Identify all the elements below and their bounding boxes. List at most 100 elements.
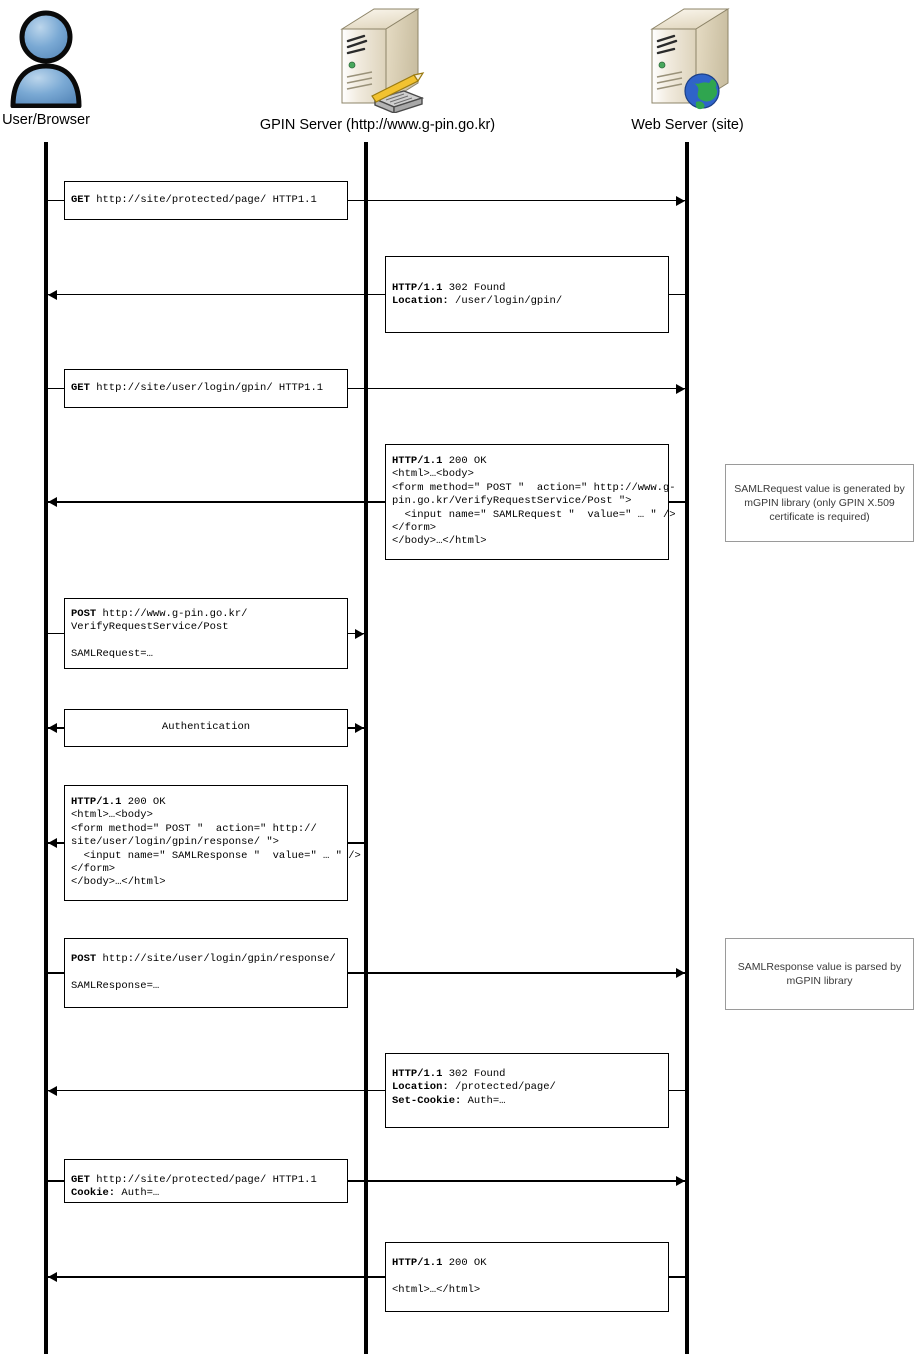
server-globe-icon <box>560 3 815 118</box>
line-m2 <box>669 293 687 296</box>
message-line: POST http://www.g-pin.go.kr/ <box>71 608 248 620</box>
message-line: Cookie: Auth=… <box>71 1187 160 1200</box>
actor-user: User/Browser <box>0 0 92 128</box>
message-line: GET http://site/user/login/gpin/ HTTP1.1 <box>71 382 324 394</box>
message-line: <form method=" POST " action=" http:// <box>71 822 317 835</box>
message-box-post-verifyrequestservice: POST http://www.g-pin.go.kr/VerifyReques… <box>64 598 348 669</box>
line-m4 <box>669 501 687 503</box>
message-text: HTTP/1.1 200 OK <html>…</html> <box>386 1257 668 1297</box>
stub-m10 <box>46 1180 64 1182</box>
line-m7 <box>348 842 366 844</box>
stub-m2 <box>46 293 385 296</box>
note-text: SAMLResponse value is parsed by mGPIN li… <box>737 961 902 987</box>
message-box-200-ok-samlresponse-form: HTTP/1.1 200 OK<html>…<body><form method… <box>64 785 361 901</box>
message-line: <input name=" SAMLResponse " value=" … "… <box>71 849 361 862</box>
message-line: </body>…</html> <box>392 535 487 548</box>
message-line <box>71 966 347 979</box>
stub-m8 <box>46 972 64 974</box>
actor-label-user: User/Browser <box>2 112 90 128</box>
message-line: POST http://site/user/login/gpin/respons… <box>71 953 336 965</box>
arrowhead-m6-a <box>48 723 57 733</box>
message-line: GET http://site/protected/page/ HTTP1.1 <box>71 194 317 206</box>
message-line: <html>…<body> <box>392 468 474 481</box>
message-text: HTTP/1.1 200 OK<html>…<body><form method… <box>386 455 676 549</box>
actor-gpin: GPIN Server (http://www.g-pin.go.kr) <box>250 0 505 133</box>
message-box-post-login-gpin-response: POST http://site/user/login/gpin/respons… <box>64 938 348 1008</box>
lifeline-gpin <box>364 142 368 1354</box>
message-line: HTTP/1.1 302 Found <box>392 282 506 294</box>
user-icon <box>10 10 82 109</box>
arrowhead-m5 <box>355 628 364 639</box>
message-line: HTTP/1.1 200 OK <box>71 796 166 808</box>
arrowhead-m10 <box>676 1176 685 1186</box>
lifeline-web <box>685 142 689 1354</box>
stub-m4 <box>46 501 385 503</box>
message-box-get-protected-page: GET http://site/protected/page/ HTTP1.1 <box>64 181 348 220</box>
message-line <box>71 635 347 648</box>
message-line: <html>…<body> <box>71 809 153 822</box>
message-line <box>392 1270 668 1283</box>
message-text: Authentication <box>161 721 251 734</box>
arrowhead-m3 <box>676 383 685 394</box>
arrowhead-m9 <box>48 1085 57 1096</box>
message-line: <form method=" POST " action=" http://ww… <box>392 481 676 494</box>
message-line: </body>…</html> <box>71 876 166 889</box>
note-samlresponse-parsed: SAMLResponse value is parsed by mGPIN li… <box>725 938 914 1010</box>
message-line: HTTP/1.1 200 OK <box>392 455 487 467</box>
globe-icon <box>683 73 720 110</box>
actor-web: Web Server (site) <box>560 0 815 133</box>
message-line: HTTP/1.1 200 OK <box>392 1257 487 1269</box>
message-line: VerifyRequestService/Post <box>71 621 229 634</box>
server-pencil-icon <box>339 8 424 115</box>
message-line: Set-Cookie: Auth=… <box>392 1094 506 1107</box>
line-m1 <box>348 199 687 202</box>
message-line: GET http://site/protected/page/ HTTP1.1 <box>71 1174 317 1186</box>
message-text: GET http://site/user/login/gpin/ HTTP1.1 <box>65 382 347 395</box>
actor-label-gpin: GPIN Server (http://www.g-pin.go.kr) <box>259 117 496 133</box>
message-box-200-ok-samlrequest-form: HTTP/1.1 200 OK<html>…<body><form method… <box>385 444 676 560</box>
lifeline-user <box>44 142 48 1354</box>
stub-m11 <box>46 1276 385 1278</box>
message-line: <input name=" SAMLRequest " value=" … " … <box>392 508 676 521</box>
line-m8 <box>348 972 687 974</box>
note-samlrequest-generated: SAMLRequest value is generated by mGPIN … <box>725 464 914 542</box>
message-line: pin.go.kr/VerifyRequestService/Post "> <box>392 495 632 508</box>
message-box-200-ok-final-page: HTTP/1.1 200 OK <html>…</html> <box>385 1242 669 1312</box>
message-box-get-login-gpin: GET http://site/user/login/gpin/ HTTP1.1 <box>64 369 348 408</box>
arrowhead-m1 <box>676 195 685 206</box>
message-line: </form> <box>392 522 437 535</box>
user-icon <box>0 8 92 113</box>
actor-label-web: Web Server (site) <box>631 117 744 133</box>
line-m11 <box>669 1276 687 1278</box>
message-line: SAMLRequest=… <box>71 648 153 661</box>
arrowhead-m7 <box>48 838 57 848</box>
arrowhead-m4 <box>48 497 57 507</box>
server-pencil-icon <box>250 3 505 118</box>
message-line: <html>…</html> <box>392 1283 481 1296</box>
stub-m5 <box>46 632 64 635</box>
stub-m1 <box>46 199 64 202</box>
message-line: SAMLResponse=… <box>71 979 160 992</box>
arrowhead-m11 <box>48 1272 57 1282</box>
arrowhead-m6-b <box>355 723 364 733</box>
message-text: HTTP/1.1 200 OK<html>…<body><form method… <box>65 796 361 890</box>
message-text: POST http://site/user/login/gpin/respons… <box>65 953 347 993</box>
arrowhead-m2 <box>48 289 57 300</box>
server-globe-icon <box>649 8 730 110</box>
arrowhead-m8 <box>676 968 685 978</box>
message-line: </form> <box>71 863 116 876</box>
message-text: GET http://site/protected/page/ HTTP1.1 <box>65 194 347 207</box>
line-m3 <box>348 387 687 390</box>
message-line: Location: /user/login/gpin/ <box>392 295 563 308</box>
line-m10 <box>348 1180 687 1182</box>
line-m9 <box>669 1089 687 1092</box>
note-text: SAMLRequest value is generated by mGPIN … <box>734 483 905 523</box>
stub-m3 <box>46 387 64 390</box>
message-line: Location: /protected/page/ <box>392 1081 556 1094</box>
